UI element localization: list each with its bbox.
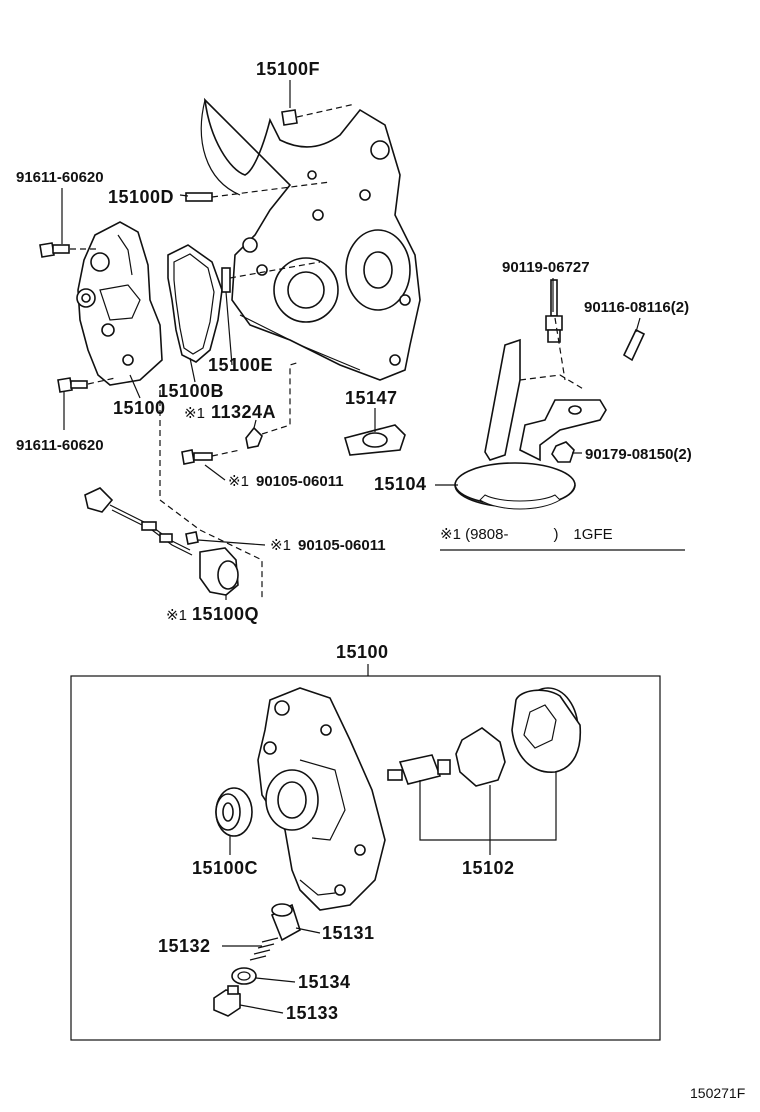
applicability-note: ※1 (9808- ) 1GFE — [440, 526, 613, 543]
label-15131: 15131 — [322, 923, 375, 943]
exploded-view-frame — [70, 675, 661, 1041]
label-11324a: 11324A — [211, 402, 276, 422]
relief-valve-15131 — [270, 903, 301, 942]
mark-90105-a: ※1 — [228, 473, 249, 490]
dashed-guides — [70, 103, 586, 600]
label-90119: 90119-06727 — [502, 259, 590, 276]
timing-cover — [200, 97, 421, 381]
label-15100q: 15100Q — [192, 604, 259, 624]
bolt-91611-top — [39, 242, 70, 258]
leader-lines-lower — [222, 772, 557, 1014]
stud-90116 — [622, 328, 646, 362]
label-15104: 15104 — [374, 474, 427, 494]
oil-pump-body-upper — [76, 221, 163, 386]
label-15100-box: 15100 — [336, 642, 389, 662]
label-91611-top: 91611-60620 — [16, 169, 104, 186]
mark-90105-b: ※1 — [270, 537, 291, 554]
label-91611-bottom: 91611-60620 — [16, 437, 104, 454]
mark-15100q: ※1 — [166, 607, 187, 624]
label-15100b: 15100B — [158, 381, 224, 401]
label-15134: 15134 — [298, 972, 351, 992]
label-15147: 15147 — [345, 388, 398, 408]
oil-seal-15100c — [215, 787, 253, 837]
plug-15133 — [213, 985, 241, 1017]
label-15100e: 15100E — [208, 355, 273, 375]
gasket-15134 — [231, 967, 257, 985]
inner-rotor — [455, 727, 506, 787]
oil-pressure-sensor-15100q — [84, 487, 239, 596]
label-90105-b: 90105-06011 — [298, 537, 386, 554]
mark-11324a: ※1 — [184, 405, 205, 422]
label-15133: 15133 — [286, 1003, 339, 1023]
label-90179: 90179-08150(2) — [585, 446, 692, 463]
oil-pump-body-lower — [257, 687, 386, 911]
figure-code: 150271F — [690, 1085, 745, 1101]
label-15100f: 15100F — [256, 59, 320, 79]
bolt-90105-a — [181, 449, 213, 465]
label-15100-upper: 15100 — [113, 398, 166, 418]
bolt-90119 — [545, 279, 563, 343]
leader-lines-upper — [61, 80, 685, 600]
drive-shaft — [387, 754, 451, 785]
outer-rotor — [511, 687, 582, 773]
nut-90179 — [551, 441, 575, 463]
gasket-15147 — [343, 424, 406, 456]
label-15102: 15102 — [462, 858, 515, 878]
label-15100d: 15100D — [108, 187, 174, 207]
oil-strainer-15104 — [454, 338, 607, 510]
bolt-91611-bottom — [57, 377, 88, 393]
label-90105-a: 90105-06011 — [256, 473, 344, 490]
clamp-11324a — [245, 426, 263, 449]
plug-15100f — [281, 109, 298, 126]
label-90116: 90116-08116(2) — [584, 299, 689, 316]
pin-15100e — [221, 267, 231, 293]
label-15132: 15132 — [158, 936, 211, 956]
spring-15132 — [249, 937, 279, 961]
pin-15100d — [185, 192, 213, 202]
label-15100c: 15100C — [192, 858, 258, 878]
